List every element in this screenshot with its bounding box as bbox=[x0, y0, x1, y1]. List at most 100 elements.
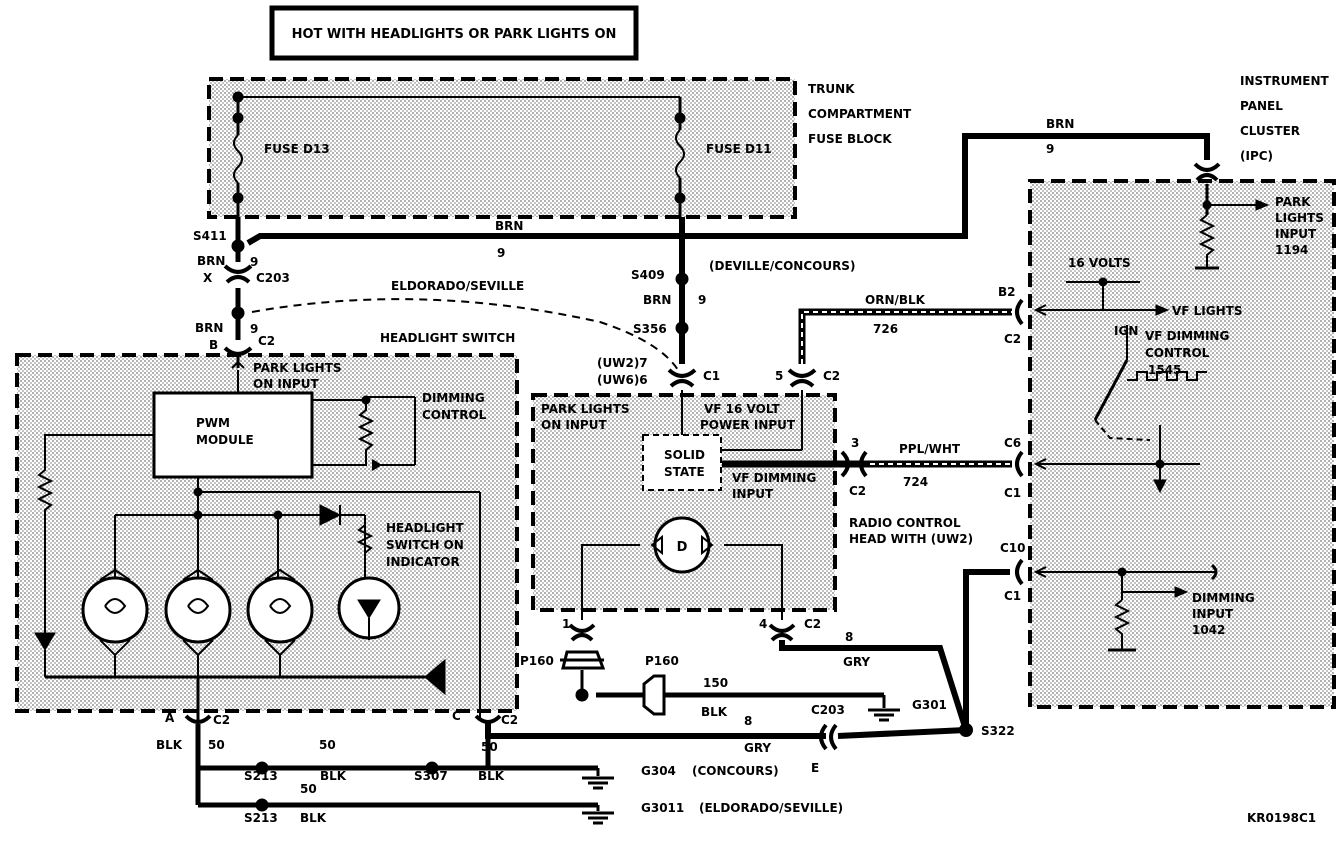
hs-ind-3: INDICATOR bbox=[386, 555, 460, 569]
wire-gry-b: GRY bbox=[744, 741, 771, 755]
wire-150: 150 bbox=[703, 676, 728, 690]
hot-banner: HOT WITH HEADLIGHTS OR PARK LIGHTS ON bbox=[269, 5, 639, 61]
ipc-c10: C10 bbox=[1000, 541, 1026, 555]
wire-blk-150: BLK bbox=[701, 705, 728, 719]
pwm-1: PWM bbox=[196, 416, 230, 430]
pin-5: 5 bbox=[775, 369, 783, 383]
ign-label: IGN bbox=[1114, 324, 1138, 338]
radio-vfdim-2: INPUT bbox=[732, 487, 774, 501]
ipc-title-4: (IPC) bbox=[1240, 149, 1273, 163]
wire-8b: 8 bbox=[744, 714, 752, 728]
eldorado-label: ELDORADO/SEVILLE bbox=[391, 279, 524, 293]
conn-c2-c: C2 bbox=[501, 713, 518, 727]
hs-ind-1: HEADLIGHT bbox=[386, 521, 464, 535]
radio-desc-1: RADIO CONTROL bbox=[849, 516, 961, 530]
s307-label: S307 bbox=[414, 769, 448, 783]
deville-label: (DEVILLE/CONCOURS) bbox=[709, 259, 855, 273]
ipc-title-3: CLUSTER bbox=[1240, 124, 1300, 138]
radio-vf16-1: VF 16 VOLT bbox=[704, 402, 780, 416]
c2-label-top: C2 bbox=[258, 334, 275, 348]
trunk-title-3: FUSE BLOCK bbox=[808, 132, 892, 146]
c2-nine: 9 bbox=[250, 322, 258, 336]
hs-park-2: ON INPUT bbox=[253, 377, 319, 391]
s411-x: X bbox=[203, 271, 213, 285]
wire-orn-blk: ORN/BLK bbox=[865, 293, 926, 307]
wire-50-a: 50 bbox=[208, 738, 225, 752]
wire-724: 724 bbox=[903, 475, 928, 489]
figure-id: KR0198C1 bbox=[1247, 811, 1316, 825]
c203b-label: C203 bbox=[811, 703, 845, 717]
eldorado-alt-path bbox=[251, 298, 679, 371]
s356-label: S356 bbox=[633, 322, 667, 336]
wire-brn-top: BRN bbox=[1046, 117, 1074, 131]
radio-c2-top: C2 bbox=[823, 369, 840, 383]
headlight-switch-internals bbox=[34, 370, 481, 720]
s409-9: 9 bbox=[698, 293, 706, 307]
wire-blk-d: BLK bbox=[300, 811, 327, 825]
concours-label: (CONCOURS) bbox=[692, 764, 779, 778]
radio-internals bbox=[568, 434, 796, 642]
wire-9-top: 9 bbox=[1046, 142, 1054, 156]
radio-control-head-box bbox=[531, 393, 837, 612]
fuse-d13-label: FUSE D13 bbox=[264, 142, 330, 156]
ipc-c1a: C1 bbox=[1004, 486, 1021, 500]
vf-dim-2: CONTROL bbox=[1145, 346, 1210, 360]
ipc-c2: C2 bbox=[1004, 332, 1021, 346]
wire-8: 8 bbox=[845, 630, 853, 644]
s411-splice-stack bbox=[223, 217, 253, 369]
d-mark: D bbox=[677, 540, 688, 555]
radio-park-1: PARK LIGHTS bbox=[541, 402, 630, 416]
c203-label: C203 bbox=[256, 271, 290, 285]
vf-dim-3: 1545 bbox=[1148, 363, 1181, 377]
hs-ind-2: SWITCH ON bbox=[386, 538, 464, 552]
ipc-park-1: PARK bbox=[1275, 195, 1311, 209]
wire-gry: GRY bbox=[843, 655, 870, 669]
s213a-label: S213 bbox=[244, 769, 278, 783]
wire-50-c: 50 bbox=[481, 740, 498, 754]
s322-node bbox=[959, 723, 973, 737]
wire-blk-a: BLK bbox=[156, 738, 183, 752]
e-label: E bbox=[811, 761, 819, 775]
s409-label: S409 bbox=[631, 268, 665, 282]
s322-label: S322 bbox=[981, 724, 1015, 738]
s213b-label: S213 bbox=[244, 811, 278, 825]
ipc-title-1: INSTRUMENT bbox=[1240, 74, 1330, 88]
radio-c2-mid: C2 bbox=[849, 484, 866, 498]
hs-dim-2: CONTROL bbox=[422, 408, 487, 422]
s409-brn: BRN bbox=[643, 293, 671, 307]
solid-1: SOLID bbox=[664, 448, 705, 462]
ipc-c10-conn bbox=[1015, 558, 1024, 586]
ipc-c6: C6 bbox=[1004, 436, 1021, 450]
g3011-label: G3011 bbox=[641, 801, 684, 815]
pin-3: 3 bbox=[851, 436, 859, 450]
trunk-title-2: COMPARTMENT bbox=[808, 107, 912, 121]
radio-c2-bot: C2 bbox=[804, 617, 821, 631]
wire-50-d: 50 bbox=[300, 782, 317, 796]
brn-wire-9 bbox=[246, 133, 1210, 246]
pin-4: 4 bbox=[759, 617, 767, 631]
pwm-2: MODULE bbox=[196, 433, 254, 447]
ipc-c1b: C1 bbox=[1004, 589, 1021, 603]
ipc-dim-3: 1042 bbox=[1192, 623, 1225, 637]
p160-right: P160 bbox=[645, 654, 679, 668]
radio-vf16-2: POWER INPUT bbox=[700, 418, 796, 432]
p160-ground bbox=[560, 650, 900, 722]
radio-c1-label: C1 bbox=[703, 369, 720, 383]
fuse-d11-label: FUSE D11 bbox=[706, 142, 772, 156]
p160-left: P160 bbox=[520, 654, 554, 668]
ppl-wht-wire-724 bbox=[722, 450, 1024, 478]
ipc-b2: B2 bbox=[998, 285, 1016, 299]
ground-wiring bbox=[184, 714, 614, 825]
radio-park-2: ON INPUT bbox=[541, 418, 607, 432]
c203b-conn2 bbox=[819, 723, 828, 751]
brn-b-label: BRN bbox=[195, 321, 223, 335]
trunk-title-1: TRUNK bbox=[808, 82, 855, 96]
deville-branch bbox=[667, 217, 697, 460]
g304-label: G304 bbox=[641, 764, 676, 778]
ipc-dim-2: INPUT bbox=[1192, 607, 1234, 621]
orn-blk-wire-726 bbox=[720, 298, 1024, 451]
ipc-park-4: 1194 bbox=[1275, 243, 1308, 257]
trunk-fuse-block bbox=[232, 91, 686, 240]
conn-c: C bbox=[452, 709, 461, 723]
wire-9-mid: 9 bbox=[497, 246, 505, 260]
